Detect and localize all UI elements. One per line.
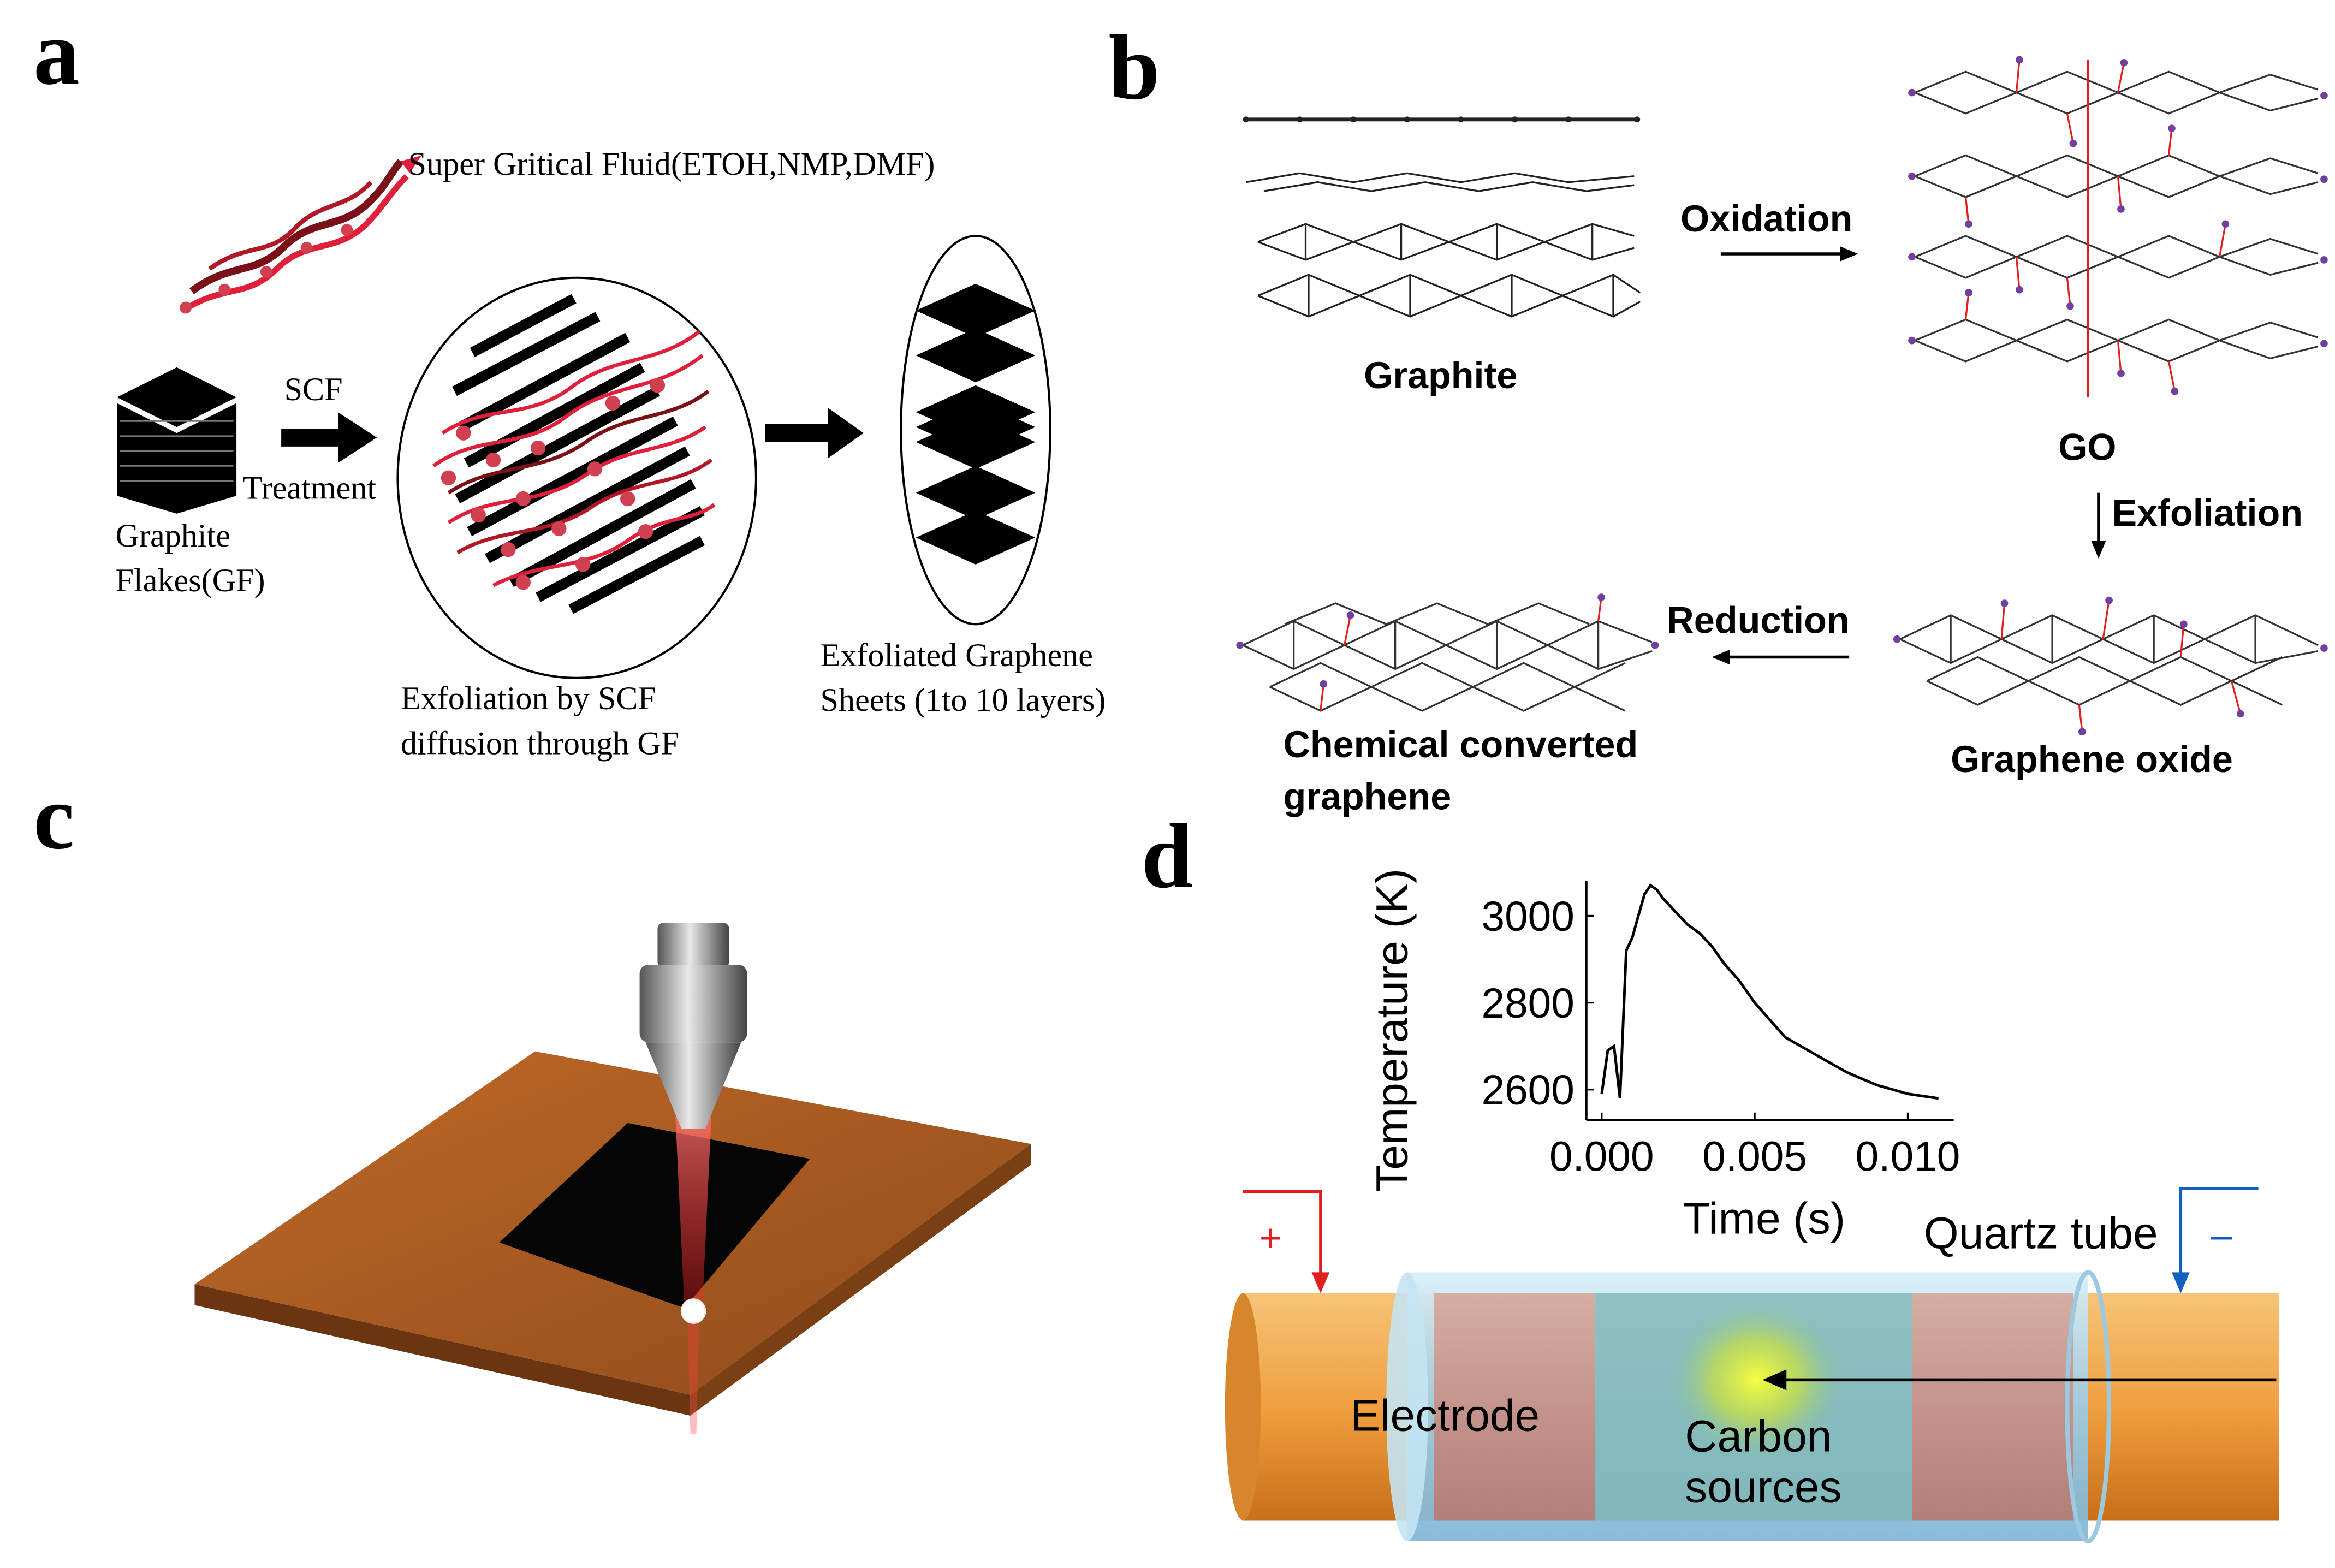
flow-arrow-icon xyxy=(1762,1369,2277,1391)
x-tick-label: 0.000 xyxy=(1549,1133,1654,1180)
panel-a-letter: a xyxy=(33,1,80,104)
treatment-label: Treatment xyxy=(242,470,376,507)
sheets-label-1: Exfoliated Graphene xyxy=(821,637,1093,674)
supercritical-fluid-icon xyxy=(180,155,422,314)
graphene-oxide-structure-icon xyxy=(1893,596,2328,736)
converted-graphene-structure-icon xyxy=(1236,593,1659,712)
scf-label: SCF xyxy=(284,371,343,408)
reduction-label: Reduction xyxy=(1667,600,1849,642)
minus-label: – xyxy=(2211,1214,2232,1257)
oxidation-arrow-icon xyxy=(1720,246,1858,262)
panel-c-letter: c xyxy=(33,766,74,869)
graphite-label: Graphite xyxy=(1364,355,1517,396)
graphite-structure-icon xyxy=(1243,116,1641,318)
laser-spot xyxy=(680,1298,706,1324)
exfoliated-sheets-ellipse xyxy=(900,235,1051,626)
graphene-film xyxy=(499,1122,810,1309)
exfoliation-arrow-icon xyxy=(2091,492,2106,559)
exfoliation-label-2: diffusion through GF xyxy=(401,725,679,762)
positive-terminal-icon xyxy=(1243,1190,1330,1293)
exfoliation-label-1: Exfoliation by SCF xyxy=(401,680,656,717)
oxidation-label: Oxidation xyxy=(1680,198,1852,240)
carbon-label-2: sources xyxy=(1685,1463,1841,1512)
exfoliation-ellipse xyxy=(396,276,757,679)
panel-d-letter: d xyxy=(1142,805,1193,907)
quartz-tube-label: Quartz tube xyxy=(1924,1209,2158,1258)
ccg-label-2: graphene xyxy=(1283,776,1451,817)
negative-terminal-icon xyxy=(2171,1187,2259,1293)
go-label: GO xyxy=(2058,426,2116,468)
carbon-label-1: Carbon xyxy=(1685,1412,1832,1462)
sheets-label-2: Sheets (1to 10 layers) xyxy=(821,682,1106,718)
process-arrow-icon xyxy=(765,407,864,459)
panel-b-letter: b xyxy=(1108,16,1160,119)
graphite-label-2: Flakes(GF) xyxy=(116,562,265,599)
fluid-particles xyxy=(441,378,666,590)
panel-a: a Super Gritical Fluid(ETOH,NMP,DMF) xyxy=(33,1,1106,762)
carbon-glow xyxy=(1667,1299,1846,1461)
laser-beam xyxy=(675,1116,711,1434)
x-tick-label: 0.005 xyxy=(1702,1133,1807,1180)
y-tick-label: 2800 xyxy=(1481,981,1574,1027)
quartz-tube xyxy=(1386,1270,2112,1543)
reduction-arrow-icon xyxy=(1712,649,1850,665)
x-tick-label: 0.010 xyxy=(1856,1133,1960,1180)
panel-c: c xyxy=(33,766,1031,1434)
graphene-sheets-icon xyxy=(916,283,1036,565)
graphite-flakes-stack-icon xyxy=(117,367,237,514)
exfoliation-label: Exfoliation xyxy=(2112,492,2303,534)
ccg-label-1: Chemical converted xyxy=(1283,724,1638,765)
laser-nozzle-icon xyxy=(639,923,747,1129)
scf-arrow-icon xyxy=(281,412,377,463)
electrode-label: Electrode xyxy=(1351,1391,1540,1440)
y-tick-label: 2600 xyxy=(1481,1067,1574,1114)
go-structure-icon xyxy=(1908,56,2328,397)
fluid-label: Super Gritical Fluid(ETOH,NMP,DMF) xyxy=(408,146,935,182)
y-tick-label: 3000 xyxy=(1481,894,1574,940)
intercalated-layers-icon xyxy=(452,294,705,614)
graphene-oxide-label: Graphene oxide xyxy=(1951,739,2233,780)
graphite-label-1: Graphite xyxy=(116,518,230,554)
panel-b: b Graphite Oxidation xyxy=(1108,16,2328,817)
temperature-series-line xyxy=(1600,883,1939,1100)
plus-label: + xyxy=(1259,1217,1282,1260)
y-axis-label: Temperature (K) xyxy=(1368,869,1417,1192)
x-axis-label: Time (s) xyxy=(1683,1193,1845,1243)
